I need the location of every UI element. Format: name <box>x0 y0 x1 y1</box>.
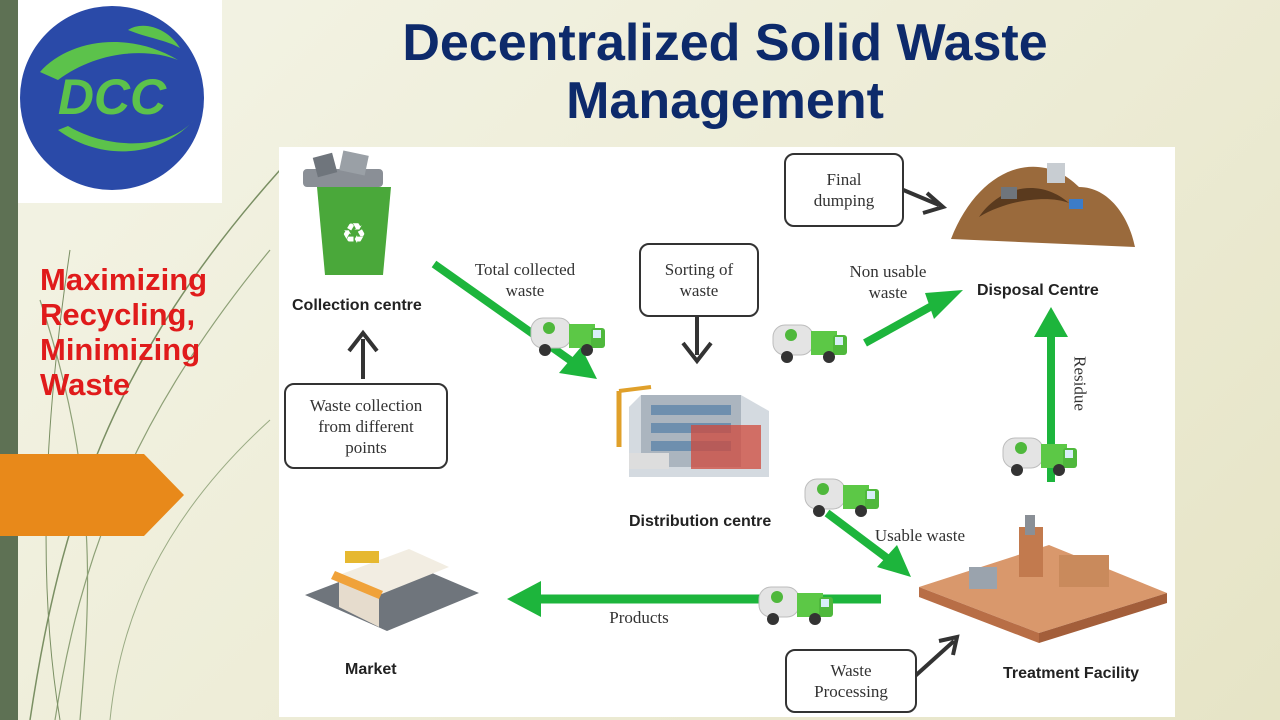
box-line: waste <box>679 281 719 300</box>
box-line: Waste <box>830 661 872 680</box>
garbage-truck-icon <box>758 586 834 626</box>
orange-pointer-arrow <box>0 454 184 536</box>
box-waste-processing: Waste Processing <box>785 649 917 713</box>
side-caption-line: Waste <box>40 367 131 402</box>
logo-text: DCC <box>58 69 167 125</box>
box-final-dumping: Final dumping <box>784 153 904 227</box>
arrow-label-line: Total collected <box>474 260 576 279</box>
slide-title: Decentralized Solid Waste Management <box>402 14 1048 130</box>
distribution-building-icon <box>616 385 769 477</box>
arrow-label-line: Non usable <box>849 262 927 281</box>
arrow-label-line: waste <box>505 281 545 300</box>
box-line: Processing <box>814 682 888 701</box>
black-arrow-final-dumping <box>900 187 948 215</box>
black-arrow-sorting <box>681 313 713 365</box>
garbage-truck-icon <box>772 324 848 364</box>
treatment-facility-icon <box>919 515 1167 643</box>
market-shop-icon <box>305 549 479 631</box>
side-caption-line: Recycling, <box>40 297 196 332</box>
garbage-truck-icon <box>804 478 880 518</box>
box-line: points <box>345 437 387 457</box>
arrow-label-total-collected: Total collected waste <box>457 259 593 301</box>
waste-pile-icon <box>951 163 1135 247</box>
arrow-label-residue: Residue <box>1070 356 1090 411</box>
arrow-label-line: waste <box>868 283 908 302</box>
node-label-treatment: Treatment Facility <box>1003 665 1140 682</box>
side-caption-line: Maximizing <box>40 262 208 297</box>
garbage-bin-icon: ♻ <box>303 150 391 275</box>
box-line: Sorting of <box>664 260 734 279</box>
node-label-disposal: Disposal Centre <box>977 282 1099 299</box>
black-arrow-collection <box>347 329 379 379</box>
side-caption: Maximizing Recycling, Minimizing Waste <box>40 262 270 402</box>
arrow-label-products: Products <box>609 608 669 627</box>
black-arrow-processing <box>912 634 960 679</box>
box-waste-collection: Waste collection from different points <box>284 383 448 469</box>
arrow-label-non-usable: Non usable waste <box>833 261 943 303</box>
box-line: Waste collection <box>309 395 423 415</box>
box-sorting: Sorting of waste <box>639 243 759 317</box>
node-label-collection: Collection centre <box>292 297 422 314</box>
dcc-logo: DCC <box>20 6 204 190</box>
logo-container: DCC <box>18 0 222 203</box>
flow-arrow-usable <box>824 509 911 577</box>
svg-text:♻: ♻ <box>341 217 366 250</box>
waste-flow-diagram: ♻ <box>279 147 1175 717</box>
arrow-label-usable: Usable waste <box>874 526 966 545</box>
flow-arrow-non-usable <box>863 290 963 347</box>
node-label-market: Market <box>345 661 397 678</box>
box-line: Final <box>826 170 862 189</box>
side-caption-line: Minimizing <box>40 332 201 367</box>
box-line: from different <box>318 416 414 436</box>
garbage-truck-icon <box>530 317 606 357</box>
left-accent-bar <box>0 0 18 720</box>
box-line: dumping <box>813 191 875 210</box>
node-label-distribution: Distribution centre <box>629 513 772 530</box>
garbage-truck-icon <box>1002 437 1078 477</box>
